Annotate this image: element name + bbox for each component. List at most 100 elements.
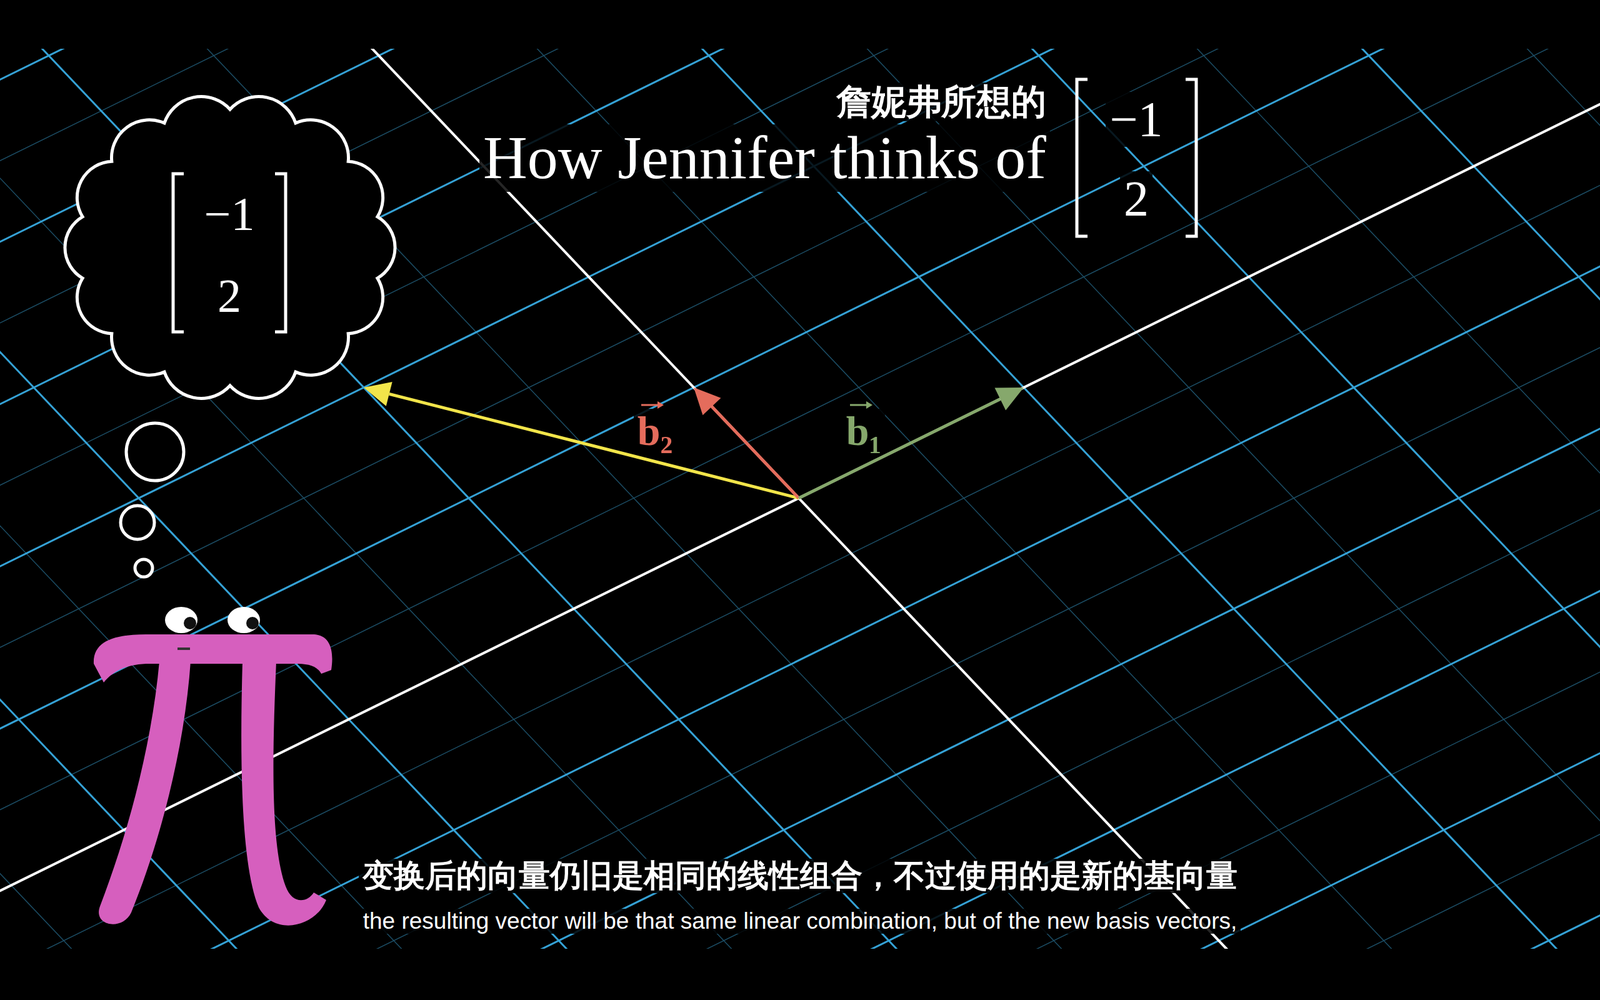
grid-line xyxy=(0,48,1362,949)
grid-line xyxy=(0,48,1600,949)
grid-line xyxy=(0,48,1600,949)
grid-line xyxy=(0,48,1600,949)
grid-line xyxy=(0,48,1600,886)
vector-head xyxy=(994,387,1024,410)
grid-line xyxy=(0,48,1600,949)
grid-line xyxy=(0,48,1600,949)
grid-line xyxy=(0,48,1600,949)
grid-line xyxy=(0,48,1600,949)
grid-line xyxy=(0,332,1600,950)
grid-line xyxy=(0,48,1600,949)
grid-line xyxy=(0,48,1600,949)
grid-line xyxy=(0,48,1600,949)
grid-line xyxy=(0,48,1600,949)
grid-line xyxy=(0,48,1600,949)
vector-label: b₁ xyxy=(842,408,886,455)
title-chinese: 詹妮弗所想的 xyxy=(832,82,1050,122)
grid-line xyxy=(0,48,1600,949)
grid-line xyxy=(0,48,1600,949)
grid-line xyxy=(0,48,1600,949)
grid-line xyxy=(1136,48,1600,949)
grid-line xyxy=(0,48,1600,830)
grid-line xyxy=(236,48,1600,949)
grid-line xyxy=(0,48,1600,949)
grid-line xyxy=(0,48,1600,949)
grid-line xyxy=(0,48,1600,949)
vector-head xyxy=(693,387,721,415)
grid-line xyxy=(0,48,1600,949)
matrix-entry: −1 xyxy=(204,188,255,241)
grid-line xyxy=(0,48,1600,949)
matrix-brackets xyxy=(1076,79,1197,237)
grid-line xyxy=(0,48,1474,949)
title: How Jennifer thinks of xyxy=(479,124,1050,192)
grid-line xyxy=(0,48,1600,949)
grid-line xyxy=(0,48,1600,949)
vector-shaft xyxy=(798,399,1000,499)
grid-line xyxy=(0,48,1600,949)
grid-line xyxy=(0,48,1600,949)
grid-line xyxy=(0,48,1600,949)
grid-line xyxy=(0,48,1600,949)
grid-line xyxy=(0,48,1600,949)
grid-line xyxy=(0,48,1600,949)
grid-line xyxy=(0,48,462,949)
grid-line xyxy=(0,48,1600,949)
grid-line xyxy=(0,48,1600,949)
grid-line xyxy=(0,48,1600,949)
grid-line xyxy=(0,48,1600,949)
grid-line xyxy=(0,48,1600,949)
grid-line xyxy=(0,48,1600,949)
grid-line xyxy=(0,48,1600,949)
grid-line xyxy=(0,48,1600,949)
grid-line xyxy=(0,48,1600,949)
grid-line xyxy=(0,48,1600,949)
grid-line xyxy=(0,48,1600,949)
grid-line xyxy=(0,48,1600,949)
grid-line xyxy=(0,387,1600,949)
grid-line xyxy=(0,48,1600,949)
grid-line xyxy=(0,48,1600,949)
grid-line xyxy=(0,48,1600,949)
grid-line xyxy=(0,48,1600,949)
grid-line xyxy=(0,48,1600,949)
grid-line xyxy=(0,48,1600,949)
grid-line xyxy=(1586,48,1600,949)
grid-line xyxy=(0,48,1600,949)
vector-label: b₂ xyxy=(633,408,677,455)
grid-line xyxy=(0,48,1600,949)
grid-line xyxy=(0,48,1600,949)
grid-line xyxy=(0,48,1600,949)
grid-line xyxy=(0,48,1600,949)
grid-line xyxy=(0,48,1600,609)
grid-line xyxy=(0,48,1600,949)
grid-line xyxy=(0,48,1600,949)
grid-line xyxy=(0,48,1600,949)
grid-line xyxy=(0,48,1600,949)
grid-line xyxy=(0,48,1600,949)
grid-line xyxy=(0,48,1600,949)
grid-line xyxy=(0,48,1600,949)
grid-line xyxy=(0,48,1600,949)
grid-line xyxy=(0,48,1600,949)
grid-line xyxy=(0,48,1600,949)
grid-line xyxy=(0,48,1600,949)
grid-line xyxy=(0,48,1600,949)
grid-line xyxy=(0,48,1600,949)
grid-line xyxy=(0,48,1600,949)
grid-line xyxy=(0,48,1600,949)
grid-line xyxy=(0,48,1600,949)
grid-line xyxy=(0,48,1600,949)
grid-line xyxy=(0,48,1600,949)
grid-line xyxy=(0,48,1600,949)
grid-line xyxy=(0,443,1600,950)
grid-line xyxy=(0,48,1600,949)
grid-line xyxy=(0,48,1600,949)
grid-line xyxy=(0,48,1600,949)
grid-line xyxy=(0,48,1600,665)
grid-line xyxy=(0,48,1600,949)
grid-line xyxy=(0,48,1600,949)
grid-line xyxy=(0,48,1600,949)
grid-line xyxy=(0,48,1600,949)
grid-line xyxy=(0,48,1600,499)
